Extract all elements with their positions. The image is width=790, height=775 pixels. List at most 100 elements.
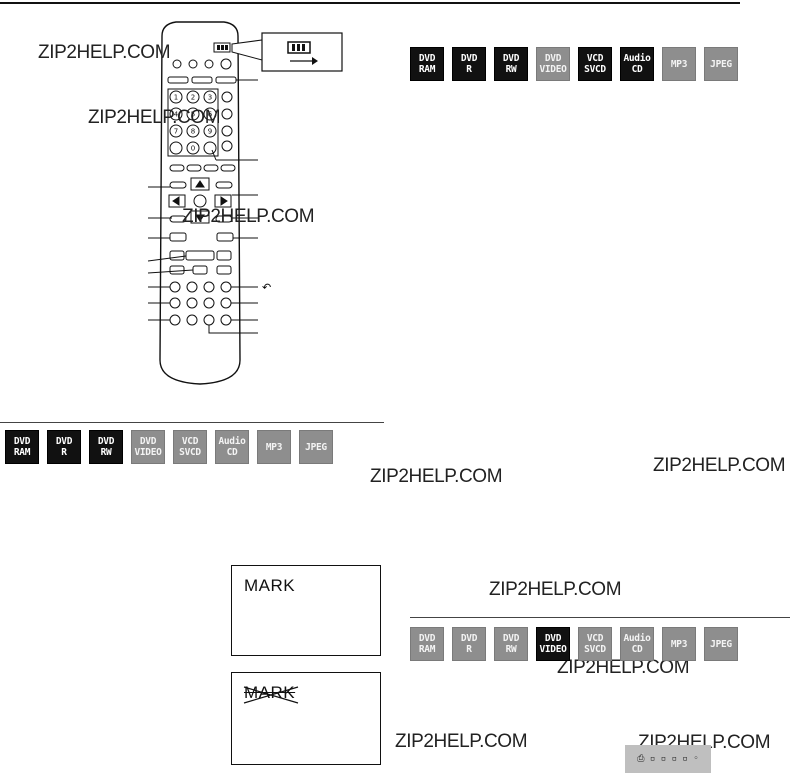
- disc-badge-line1: MP3: [265, 441, 283, 453]
- keypad-button: [203, 124, 217, 138]
- keypad-digit: 5: [191, 111, 195, 119]
- keypad-digit: 6: [208, 111, 213, 119]
- disc-badge-line1: MP3: [670, 638, 688, 650]
- disc-badge-line1: Audio: [623, 53, 651, 64]
- callout-lines-right: [208, 79, 258, 334]
- disc-badge-line1: MP3: [670, 58, 688, 70]
- keypad-digit: 8: [191, 128, 195, 136]
- disc-badge-line1: DVD: [139, 436, 157, 447]
- disc-badge: JPEG: [704, 47, 738, 81]
- disc-badge: MP3: [662, 47, 696, 81]
- keypad-button: [186, 141, 200, 155]
- keypad-button: [169, 90, 183, 104]
- top-rule: [0, 2, 740, 4]
- watermark: ZIP2HELP.COM: [489, 579, 622, 600]
- disc-badge-line2: SVCD: [179, 447, 201, 458]
- disc-badge-line1: JPEG: [710, 638, 732, 650]
- disc-badge-line1: DVD: [502, 633, 520, 644]
- cross-out-mark: [243, 686, 299, 704]
- mode-switch-callout: [231, 32, 343, 72]
- disc-badge-line1: DVD: [13, 436, 31, 447]
- disc-badge: MP3: [662, 627, 696, 661]
- keypad-button: [186, 124, 200, 138]
- keypad-digit: 9: [208, 128, 212, 136]
- disc-badge: JPEG: [299, 430, 333, 464]
- disc-badge-line1: DVD: [97, 436, 115, 447]
- disc-badge-line2: CD: [226, 447, 238, 458]
- keypad-button: [169, 107, 183, 121]
- callout-lines-left: [147, 186, 194, 321]
- watermark: ZIP2HELP.COM: [370, 466, 503, 487]
- disc-badge-line2: RW: [505, 64, 517, 75]
- disc-badge-line1: DVD: [460, 53, 478, 64]
- disc-badge-line1: DVD: [55, 436, 73, 447]
- disc-badge-line1: DVD: [418, 633, 436, 644]
- disc-badge-line2: RW: [100, 447, 112, 458]
- osd-mark-label: MARK: [244, 576, 296, 595]
- disc-badge-line2: RAM: [418, 644, 436, 655]
- disc-badge-line2: CD: [631, 644, 643, 655]
- disc-badge-line1: Audio: [623, 633, 651, 644]
- keypad-button: [186, 107, 200, 121]
- watermark: ZIP2HELP.COM: [38, 42, 171, 63]
- watermark: ZIP2HELP.COM: [182, 206, 315, 227]
- disc-badge-line2: R: [61, 447, 67, 458]
- watermark: ZIP2HELP.COM: [395, 731, 528, 752]
- keypad-button: [203, 90, 217, 104]
- keypad-digit: 4: [174, 111, 179, 119]
- remote-top-buttons: [172, 59, 214, 69]
- keypad-digit: 7: [174, 128, 178, 136]
- keypad-button: [169, 141, 183, 155]
- disc-badge-line1: VCD: [586, 53, 604, 64]
- disc-badge-line2: R: [466, 64, 472, 75]
- disc-badge-line2: RAM: [418, 64, 436, 75]
- osd-mark-struck-text: MARK: [244, 683, 296, 702]
- disc-badge-line1: VCD: [586, 633, 604, 644]
- osd-screen-mark-cancel: MARK: [231, 672, 381, 765]
- lower-buttons: [169, 281, 232, 326]
- disc-badge: MP3: [257, 430, 291, 464]
- keypad-digit: 0: [191, 145, 195, 153]
- disc-badge-line2: R: [466, 644, 472, 655]
- disc-badge-line2: SVCD: [584, 644, 606, 655]
- keypad-digit: 2: [191, 94, 195, 102]
- transport-buttons: [169, 232, 234, 275]
- keypad-digit: 1: [174, 94, 178, 102]
- disc-badge-line1: JPEG: [710, 58, 732, 70]
- disc-badge-line2: SVCD: [584, 64, 606, 75]
- disc-badge-line2: RAM: [13, 447, 31, 458]
- keypad-button: [169, 124, 183, 138]
- mid-pill-row: [169, 164, 236, 172]
- disc-badge-line1: DVD: [418, 53, 436, 64]
- osd-screen-mark: MARK: [231, 565, 381, 656]
- disc-badge: JPEG: [704, 627, 738, 661]
- keypad-button: [186, 90, 200, 104]
- disc-badge-line1: DVD: [544, 53, 562, 64]
- watermark: ZIP2HELP.COM: [653, 455, 786, 476]
- power-button: [220, 58, 232, 70]
- keypad-digit: 3: [208, 94, 212, 102]
- disc-badge-line1: Audio: [218, 436, 246, 447]
- disc-badge-line1: DVD: [502, 53, 520, 64]
- keypad-button: [203, 141, 217, 155]
- disc-badge-line2: RW: [505, 644, 517, 655]
- keypad-frame: [167, 88, 219, 157]
- disc-badge-line2: VIDEO: [134, 447, 162, 458]
- disc-badge-line1: VCD: [181, 436, 199, 447]
